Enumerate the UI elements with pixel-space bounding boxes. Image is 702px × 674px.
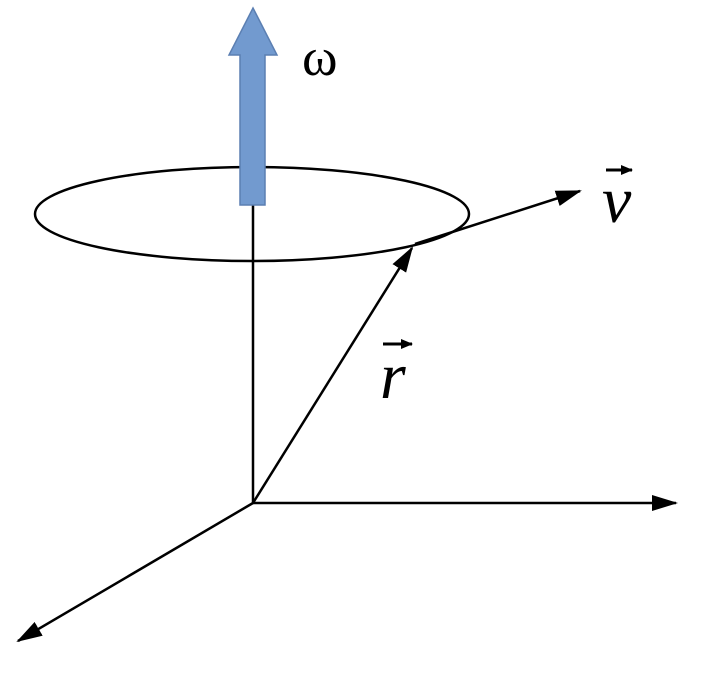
velocity-label: v [602,164,632,237]
velocity-vector-v [414,189,582,246]
position-vector-r [251,246,414,504]
depth-axis [16,501,254,643]
omega-label: ω [302,27,338,87]
velocity-label-group: v [602,164,633,237]
radius-label: r [380,340,406,413]
radius-label-group: r [380,339,413,413]
omega-arrow [227,6,279,206]
